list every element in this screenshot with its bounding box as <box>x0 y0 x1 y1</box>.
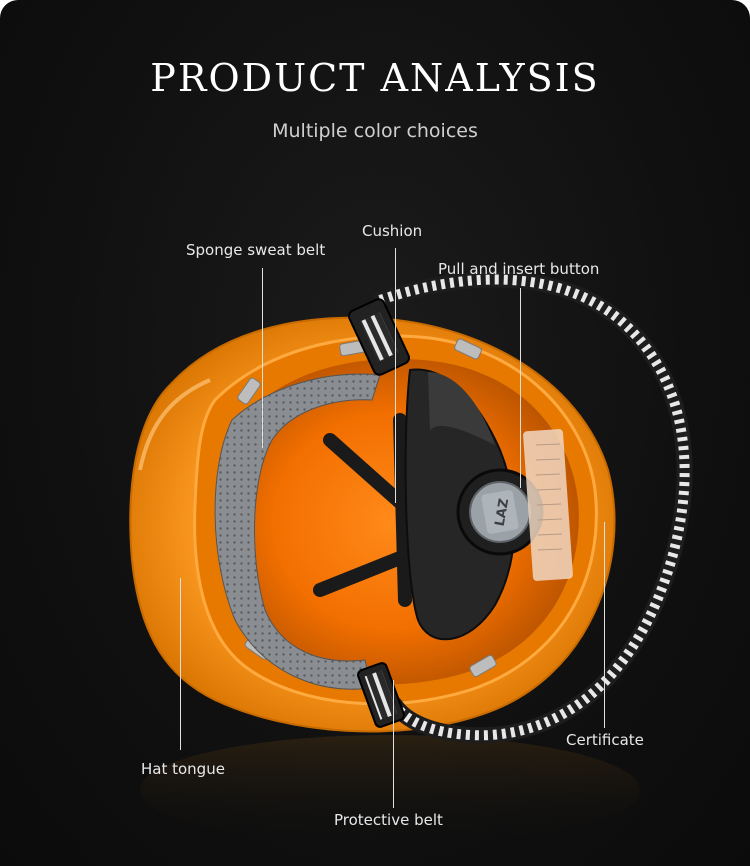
callout-line-sponge <box>262 268 263 448</box>
label-hat-tongue: Hat tongue <box>141 760 225 778</box>
label-protective-belt: Protective belt <box>334 811 443 829</box>
callout-line-cushion <box>395 248 396 503</box>
label-cushion: Cushion <box>362 222 423 240</box>
callout-line-certificate <box>604 522 605 728</box>
callout-line-protective-belt <box>393 680 394 808</box>
callout-line-button <box>520 288 521 488</box>
callout-line-hat-tongue <box>180 578 181 750</box>
label-certificate: Certificate <box>566 731 644 749</box>
sponge-sweat-belt <box>214 373 381 690</box>
page-title: PRODUCT ANALYSIS <box>150 56 600 100</box>
page-subtitle: Multiple color choices <box>272 120 478 142</box>
label-sponge-sweat-belt: Sponge sweat belt <box>186 241 326 259</box>
label-pull-and-insert-button: Pull and insert button <box>438 260 600 278</box>
svg-text:LAZ: LAZ <box>493 497 513 527</box>
ratchet-knob: LAZ <box>456 468 544 556</box>
